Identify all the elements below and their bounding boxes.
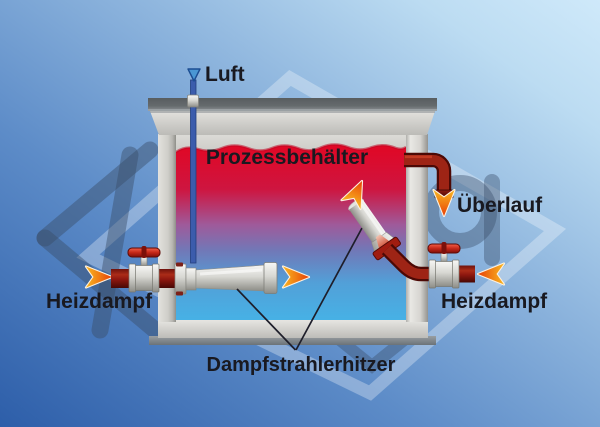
steam-valve-right [427, 242, 461, 289]
steam-pipe-right-elbow [381, 243, 433, 282]
watermark-letter-g [423, 174, 500, 266]
liquid-surface-wave [175, 143, 407, 154]
valve-flange [128, 263, 136, 293]
vessel-lid-rim-edge [148, 109, 437, 111]
vessel-base [158, 318, 428, 338]
pointer-lines [236, 227, 363, 351]
vessel-lid-rim [148, 98, 437, 111]
label-vessel: Prozessbehälter [206, 146, 368, 169]
label-overflow: Überlauf [457, 194, 543, 217]
vessel-wall-left [158, 134, 176, 322]
steam-pipe-left-inner [156, 269, 178, 288]
heater-end-ring [263, 262, 278, 294]
valve-body [433, 261, 455, 287]
steam-pipe-left-outer [111, 269, 132, 288]
label-air: Luft [205, 63, 245, 86]
valve-handwheel-hub [141, 246, 147, 258]
label-steam-jet-heater: Dampfstrahlerhitzer [207, 354, 396, 376]
valve-body [133, 265, 155, 291]
valve-handwheel-hub [441, 242, 447, 254]
air-arrow-icon [187, 68, 201, 82]
vessel-lid-shadow [150, 111, 435, 113]
label-heating-steam-left: Heizdampf [46, 290, 153, 313]
vessel-bottom-bar [149, 336, 436, 345]
heater-flange [174, 263, 187, 295]
steam-jet-heater-horizontal [174, 262, 278, 296]
steam-jet-heater-diagonal [348, 198, 401, 261]
pointer-line-left [236, 288, 297, 351]
heater-neck [185, 267, 197, 291]
pointer-line-right [295, 227, 363, 351]
steam-pipe-right-outer [458, 265, 475, 283]
steam-valve-left [127, 246, 161, 293]
heater-bolt [176, 291, 183, 296]
valve-flange [428, 259, 436, 289]
heater-bolt [176, 262, 183, 267]
valve-flange [152, 263, 160, 293]
label-heating-steam-right: Heizdampf [441, 290, 548, 313]
vessel-lid-skirt [150, 111, 435, 135]
watermark-letter-k [36, 141, 164, 339]
air-pipe-collar [187, 94, 199, 108]
valve-flange [452, 259, 460, 289]
